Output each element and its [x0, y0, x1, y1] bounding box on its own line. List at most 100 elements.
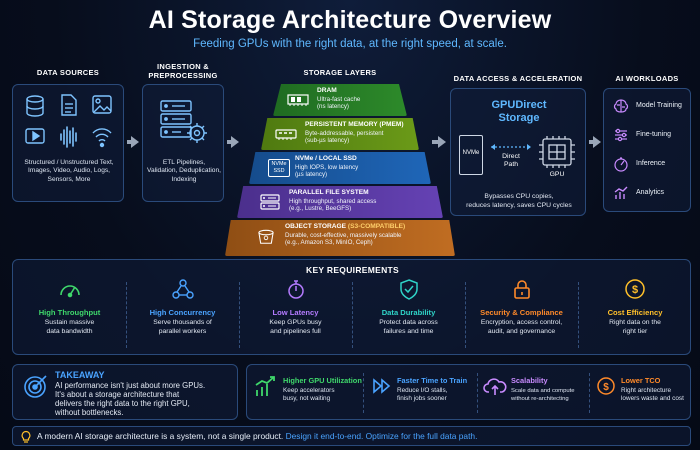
data-sources-icon-grid: [25, 94, 112, 148]
layer-title: PARALLEL FILE SYSTEM: [289, 189, 369, 196]
layer-desc: Byte-addressable, persistent (sub-µs lat…: [305, 130, 383, 145]
direct-path-label: Direct Path: [489, 153, 533, 169]
layer-desc-line2: (e.g., Amazon S3, MinIO, Ceph): [285, 239, 373, 247]
benefit-separator: [477, 373, 478, 413]
requirement-desc-line1: Sustain massive: [44, 319, 95, 326]
layer-desc-line2: (µs latency): [295, 171, 328, 179]
layer-desc: Ultra-fast cache (ns latency): [317, 96, 360, 111]
ingestion-heading: INGESTION & PREPROCESSING: [142, 62, 224, 80]
pmem-module-icon: [275, 129, 297, 140]
requirement-title: Low Latency: [272, 308, 319, 317]
nvme-label: NVMe: [462, 150, 480, 156]
layer-desc: High throughput, shared access (e.g., Lu…: [289, 198, 376, 213]
layer-title: OBJECT STORAGE (S3-COMPATIBLE): [285, 223, 405, 230]
document-icon: [61, 94, 77, 116]
requirement-title: High Throughput: [38, 308, 101, 317]
benefits-panel: Higher GPU Utilization Keep accelerators…: [246, 364, 691, 420]
requirement-desc-line1: Right data on the: [609, 319, 661, 326]
gpudirect-title-line2: Storage: [498, 112, 540, 124]
layer-desc: High IOPS, low latency (µs latency): [295, 164, 358, 179]
flow-arrow-shaft: [227, 140, 232, 144]
coin-down-icon: $: [597, 377, 615, 395]
storage-layer-parallel-fs: PARALLEL FILE SYSTEM High throughput, sh…: [237, 186, 443, 218]
requirement-desc-line1: Protect data across: [379, 319, 438, 326]
requirement-separator: [352, 282, 353, 348]
layer-desc: Durable, cost-effective, massively scala…: [285, 232, 401, 247]
memory-chip-icon: [287, 94, 309, 106]
storage-layer-pmem: PERSISTENT MEMORY (PMEM) Byte-addressabl…: [261, 118, 419, 150]
benefit-desc-line1: Reduce I/O stalls,: [397, 387, 448, 394]
page-subtitle: Feeding GPUs with the right data, at the…: [193, 38, 507, 50]
layer-title: PERSISTENT MEMORY (PMEM): [305, 121, 404, 128]
video-icon: [25, 128, 45, 144]
requirement-desc-line2: audit, and governance: [487, 327, 556, 335]
dollar-coin-icon: $: [625, 279, 645, 299]
layer-title: NVMe / LOCAL SSD: [295, 155, 357, 162]
requirement-desc-line2: failures and time: [383, 327, 434, 335]
flow-arrow-right-icon: [231, 136, 239, 148]
sensor-icon: [92, 128, 112, 148]
ai-workloads-panel: Model Training Fine-tuning Inference Ana…: [603, 88, 691, 212]
requirement-title: High Concurrency: [149, 308, 216, 317]
benefit-title: Higher GPU Utilization: [283, 376, 362, 385]
ingestion-panel: ETL Pipelines, Validation, Deduplication…: [142, 84, 224, 202]
bar-growth-icon: [255, 376, 275, 396]
database-icon: [26, 95, 44, 117]
speedometer-icon: [59, 285, 80, 298]
workload-label: Model Training: [636, 102, 682, 109]
layer-title: DRAM: [317, 87, 337, 94]
data-access-description: Bypasses CPU copies, reduces latency, sa…: [455, 193, 583, 210]
flow-arrow-shaft: [127, 140, 132, 144]
ingestion-heading-line2: PREPROCESSING: [148, 71, 218, 80]
benefit-title: Lower TCO: [621, 376, 661, 385]
flow-arrow-right-icon: [593, 136, 601, 148]
cloud-upload-icon: [483, 378, 507, 395]
takeaway-line3: delivers the right data to the right GPU…: [55, 399, 190, 408]
footer-text: A modern AI storage architecture is a sy…: [37, 431, 477, 441]
flow-arrow-right-icon: [131, 136, 139, 148]
benefit-desc-line2: lowers waste and cost: [621, 395, 684, 402]
takeaway-text: AI performance isn't just about more GPU…: [55, 381, 237, 417]
layer-desc-line2: (ns latency): [317, 103, 349, 111]
data-access-panel: GPUDirect Storage NVMe Direct Path GPU B…: [450, 88, 586, 216]
page-title: AI Storage Architecture Overview: [148, 6, 552, 34]
flow-arrow-right-icon: [438, 136, 446, 148]
benefit-desc-line2: busy, not waiting: [283, 395, 331, 402]
data-sources-description: Structured / Unstructured Text, Images, …: [24, 159, 114, 183]
gpudirect-title-line1: GPUDirect: [491, 99, 547, 111]
layer-desc-line1: High throughput, shared access: [289, 198, 377, 205]
lock-icon: [513, 280, 530, 299]
gpu-chip-icon: [539, 136, 575, 168]
benefit-desc-line1: Right architecture: [621, 387, 672, 394]
svg-text:$: $: [632, 284, 638, 296]
footer-accent-2: Optimize for the full data path.: [365, 431, 478, 441]
footer-bar: A modern AI storage architecture is a sy…: [12, 426, 691, 446]
layer-desc-line2: (e.g., Lustre, BeeGFS): [289, 205, 352, 213]
requirement-item: Security & Compliance Encryption, access…: [465, 278, 578, 336]
storage-layer-nvme: NVMe SSD NVMe / LOCAL SSD High IOPS, low…: [249, 152, 431, 184]
brain-icon: [613, 99, 629, 113]
benefit-desc: Reduce I/O stalls,finish jobs sooner: [397, 387, 447, 403]
requirement-desc: Encryption, access control,audit, and go…: [465, 319, 578, 336]
storage-layers-heading: STORAGE LAYERS: [303, 68, 377, 77]
layer-desc-line1: Durable, cost-effective, massively scala…: [285, 232, 402, 239]
storage-layer-object: OBJECT STORAGE (S3-COMPATIBLE) Durable, …: [225, 220, 455, 256]
data-sources-panel: Structured / Unstructured Text, Images, …: [12, 84, 124, 202]
fast-forward-icon: [373, 378, 391, 394]
workload-label: Inference: [636, 160, 666, 167]
layer-title-main: OBJECT STORAGE: [285, 223, 347, 230]
requirement-separator: [239, 282, 240, 348]
ingestion-description: ETL Pipelines, Validation, Deduplication…: [147, 159, 221, 183]
layer-desc-line1: High IOPS, low latency: [295, 164, 359, 171]
direct-path-line2: Path: [504, 161, 518, 168]
key-requirements-heading: KEY REQUIREMENTS: [306, 265, 399, 275]
flow-arrow-shaft: [589, 140, 594, 144]
takeaway-panel: TAKEAWAY AI performance isn't just about…: [12, 364, 238, 420]
direct-path-line1: Direct: [502, 153, 520, 160]
